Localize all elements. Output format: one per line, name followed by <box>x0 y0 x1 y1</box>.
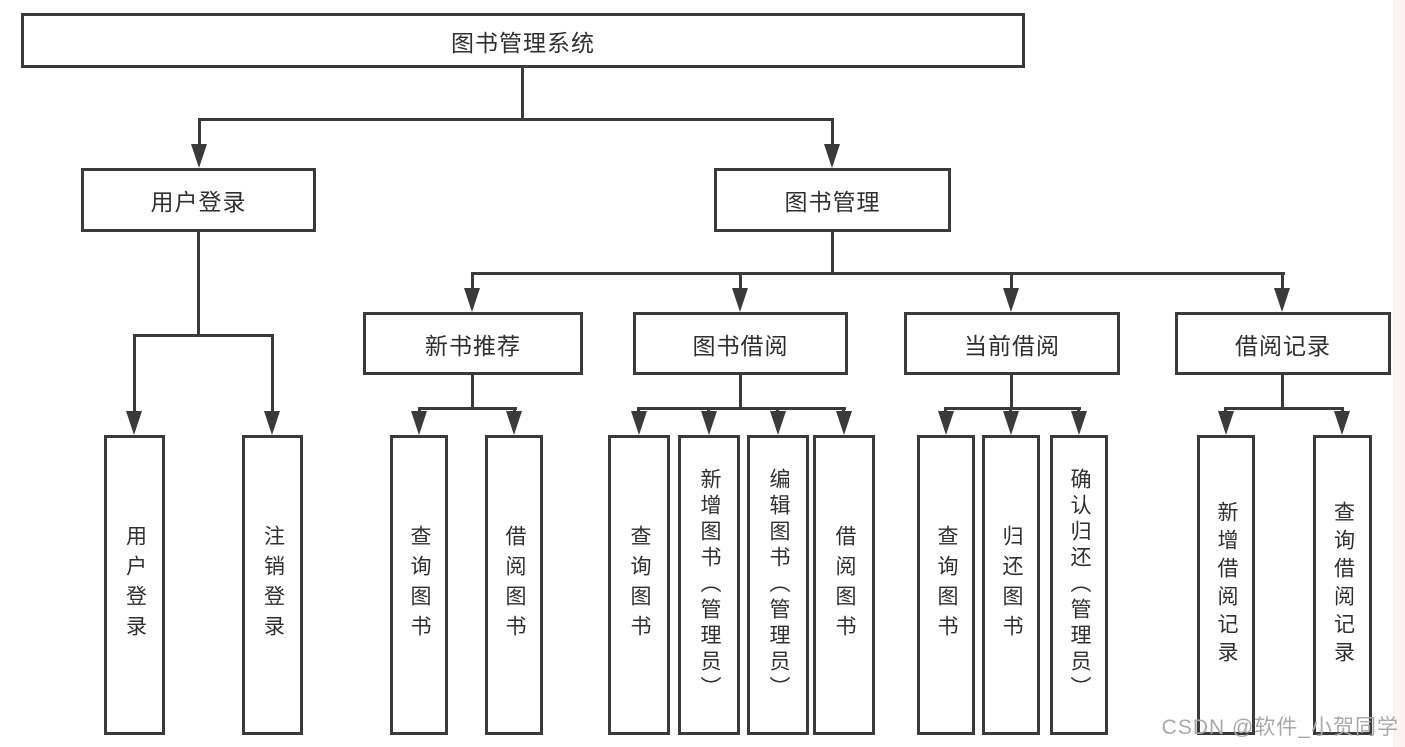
node-book-management: 图书管理 <box>714 168 951 232</box>
arrow-down-icon <box>824 144 840 168</box>
connector-bar <box>133 334 274 337</box>
connector-drop <box>831 118 834 146</box>
arrow-down-icon <box>836 411 852 435</box>
right-edge-tint <box>1393 0 1405 747</box>
connector-drop <box>739 272 742 292</box>
connector-stem <box>1281 375 1284 407</box>
connector-root-bar <box>198 118 834 121</box>
connector-drop <box>842 407 845 413</box>
connector-drop <box>1010 272 1013 292</box>
connector-drop <box>198 118 201 146</box>
connector-drop <box>1009 407 1012 413</box>
leaf-add-books-admin: 新增图书（管理员） <box>678 435 740 735</box>
connector-stem <box>831 232 834 272</box>
connector-drop <box>1077 407 1080 413</box>
connector-bar <box>944 407 1081 410</box>
leaf-query-borrow-record: 查询借阅记录 <box>1313 435 1372 735</box>
connector-drop <box>471 272 474 292</box>
leaf-add-borrow-record: 新增借阅记录 <box>1197 435 1255 735</box>
connector-drop <box>944 407 947 413</box>
arrow-down-icon <box>1274 288 1290 312</box>
connector-drop <box>1281 272 1284 292</box>
connector-drop <box>271 334 274 413</box>
leaf-query-books-borrow: 查询图书 <box>608 435 670 735</box>
connector-stem <box>471 375 474 407</box>
leaf-confirm-return-admin: 确认归还（管理员） <box>1050 435 1108 735</box>
connector-stem <box>1010 375 1013 407</box>
leaf-borrow-books-recommend: 借阅图书 <box>485 435 543 735</box>
arrow-down-icon <box>411 411 427 435</box>
arrow-down-icon <box>938 411 954 435</box>
connector-drop <box>418 407 421 413</box>
arrow-down-icon <box>631 411 647 435</box>
arrow-down-icon <box>770 411 786 435</box>
connector-drop <box>513 407 516 413</box>
leaf-logout: 注销登录 <box>242 435 303 735</box>
arrow-down-icon <box>1218 411 1234 435</box>
leaf-borrow-books: 借阅图书 <box>813 435 875 735</box>
connector-drop <box>1341 407 1344 413</box>
arrow-down-icon <box>701 411 717 435</box>
arrow-down-icon <box>1003 288 1019 312</box>
leaf-query-books-current: 查询图书 <box>917 435 975 735</box>
connector-stem <box>739 375 742 407</box>
leaf-return-books: 归还图书 <box>982 435 1040 735</box>
connector-drop <box>1224 407 1227 413</box>
connector-stem <box>197 232 200 334</box>
leaf-query-books-recommend: 查询图书 <box>390 435 448 735</box>
connector-drop <box>637 407 640 413</box>
arrow-down-icon <box>1071 411 1087 435</box>
leaf-user-login: 用户登录 <box>104 435 165 735</box>
connector-bar <box>1224 407 1344 410</box>
node-new-book-recommend: 新书推荐 <box>363 312 583 375</box>
arrow-down-icon <box>506 411 522 435</box>
connector-bar <box>471 272 1285 275</box>
connector-drop <box>133 334 136 413</box>
leaf-edit-books-admin: 编辑图书（管理员） <box>747 435 809 735</box>
connector-drop <box>707 407 710 413</box>
arrow-down-icon <box>464 288 480 312</box>
node-user-login: 用户登录 <box>81 168 316 232</box>
arrow-down-icon <box>1003 411 1019 435</box>
connector-root-stem <box>521 68 524 118</box>
arrow-down-icon <box>1334 411 1350 435</box>
arrow-down-icon <box>264 411 280 435</box>
arrow-down-icon <box>126 411 142 435</box>
node-book-borrowing: 图书借阅 <box>633 312 848 375</box>
arrow-down-icon <box>732 288 748 312</box>
node-library-system: 图书管理系统 <box>21 13 1025 68</box>
node-current-borrowing: 当前借阅 <box>904 312 1120 375</box>
connector-bar <box>418 407 517 410</box>
csdn-watermark: CSDN @软件_小贺同学 <box>1161 716 1399 739</box>
connector-bar <box>637 407 846 410</box>
connector-drop <box>776 407 779 413</box>
node-borrowing-records: 借阅记录 <box>1175 312 1391 375</box>
arrow-down-icon <box>191 144 207 168</box>
